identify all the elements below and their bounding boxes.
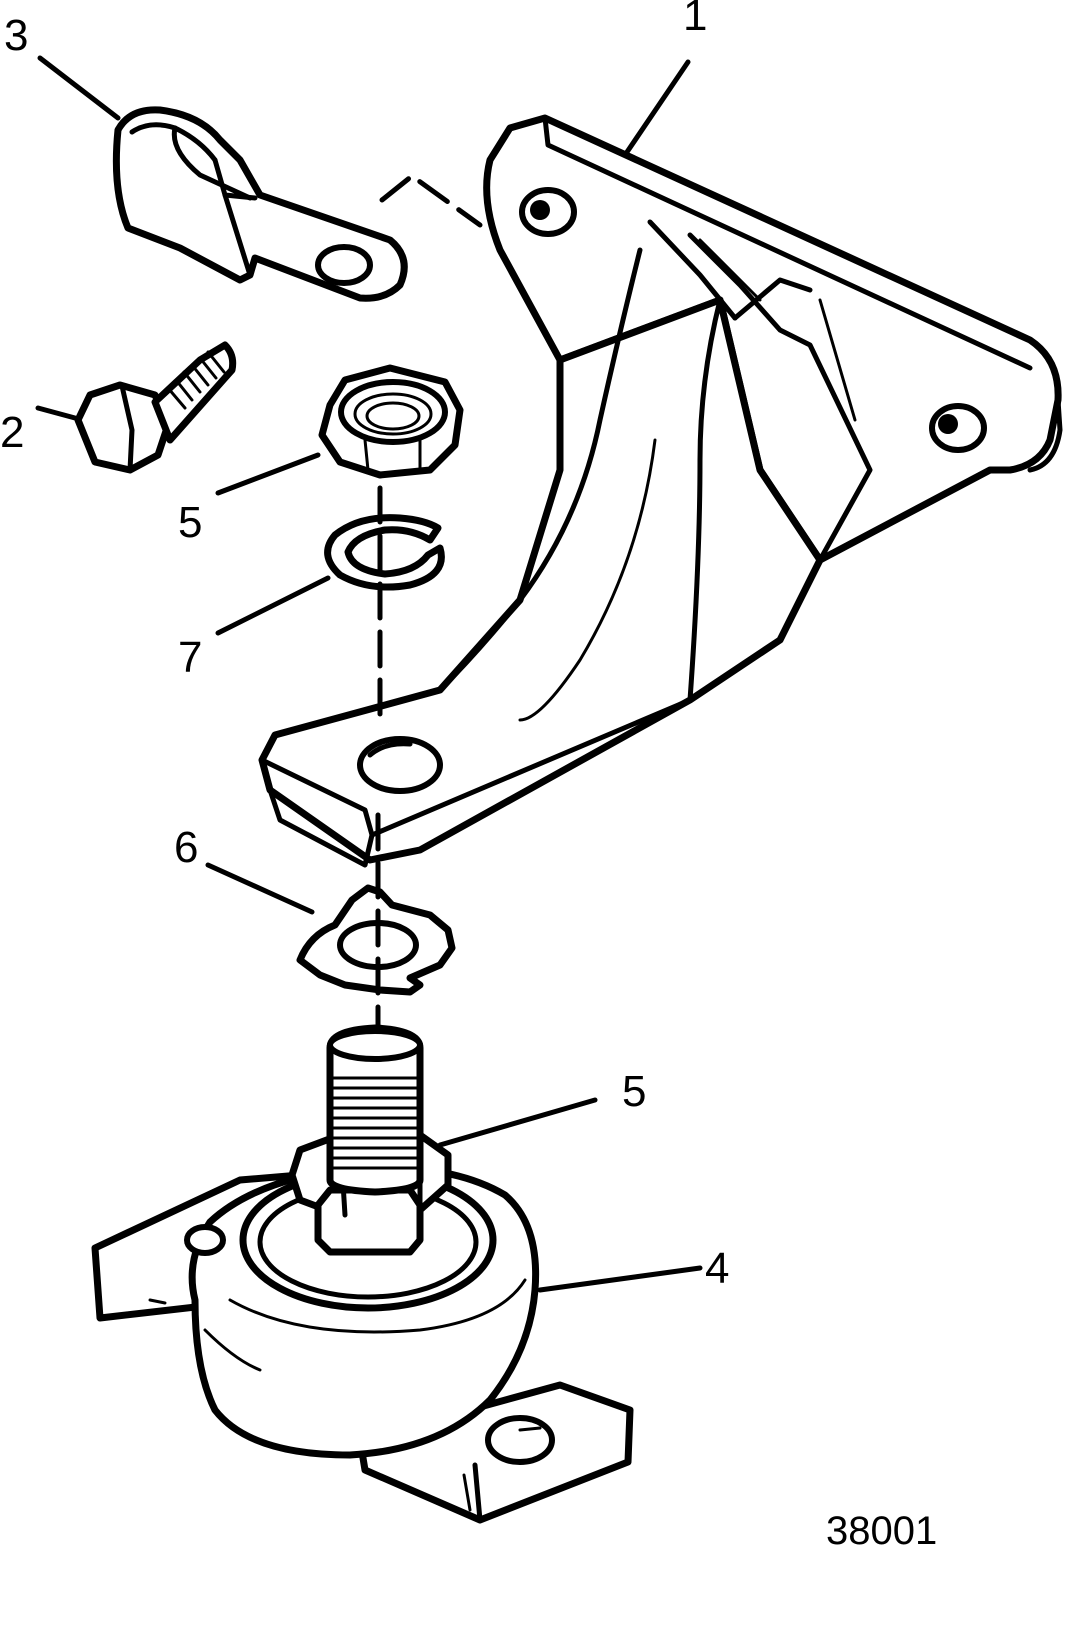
callout-6: 6	[174, 823, 198, 872]
callout-labels: 1 2 3 4 5 5 6 7	[0, 0, 729, 1293]
callout-3: 3	[4, 11, 28, 60]
callout-1: 1	[683, 0, 707, 40]
lock-washer	[324, 514, 445, 591]
figure-number: 38001	[826, 1509, 937, 1553]
nut	[318, 364, 464, 479]
leader-lines	[35, 55, 703, 1293]
callout-5-nut: 5	[178, 498, 202, 547]
callout-5-mount-nut: 5	[622, 1067, 646, 1116]
engine-bracket	[258, 114, 1063, 868]
engine-mount	[91, 1163, 634, 1524]
mount-stud	[326, 1024, 424, 1196]
callout-7: 7	[178, 633, 202, 682]
clamp	[112, 106, 408, 302]
bolt	[74, 341, 237, 474]
callout-2: 2	[0, 408, 24, 457]
assembly-axes	[375, 172, 483, 1033]
callout-4: 4	[705, 1244, 729, 1293]
